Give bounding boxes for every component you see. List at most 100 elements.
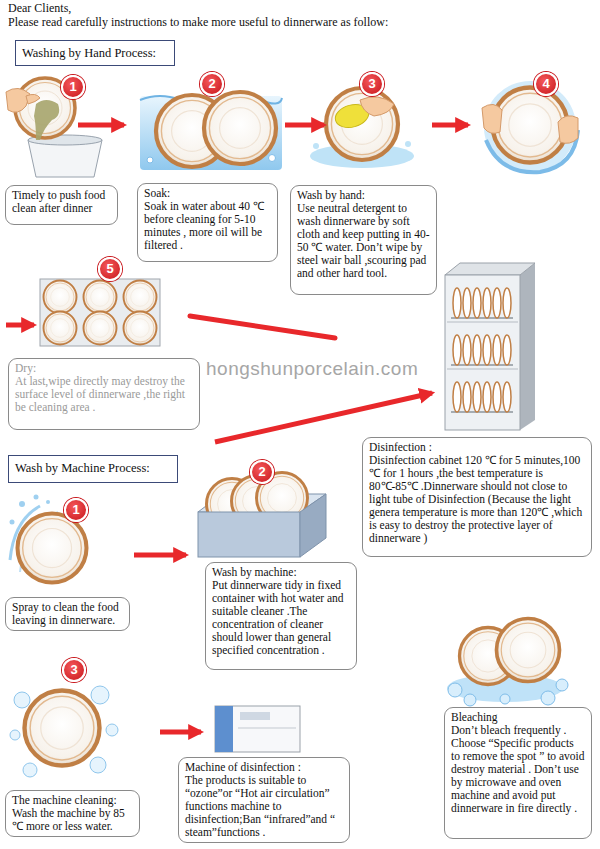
disinfection-cabinet	[445, 263, 535, 275]
bleaching-illustration	[448, 683, 462, 697]
scrape-illustration	[28, 140, 102, 177]
soak-illustration	[147, 157, 153, 163]
dishwasher	[240, 712, 270, 720]
rinse-illustration	[482, 81, 578, 173]
step-box: Spray to clean the food leaving in dinne…	[5, 597, 130, 631]
box-text: Wash by Machine Process:	[15, 460, 171, 476]
spray-illustration	[46, 500, 50, 504]
box-heading: Dry:	[15, 362, 193, 375]
bleaching-illustration	[464, 694, 476, 706]
step-box: Wash by machine:Put dinnerware tidy in f…	[205, 562, 357, 670]
callout-number: 3	[360, 72, 384, 96]
disinfection-cabinet	[445, 275, 520, 430]
scrape-illustration	[34, 100, 59, 140]
box-text: Soak in water about 40 ℃ before cleaning…	[144, 200, 271, 252]
step-box: BleachingDon’t bleach frequently . Choos…	[444, 707, 592, 839]
box-heading: Wash by machine:	[212, 566, 350, 579]
box-text: Put dinnerware tidy in fixed container w…	[212, 579, 350, 657]
step-box: Timely to push food clean after dinner	[5, 185, 118, 225]
drying-tray	[44, 281, 77, 314]
section-header: Washing by Hand Process:	[15, 40, 175, 66]
bleaching-illustration	[556, 679, 568, 691]
step-box: Disinfection :Disinfection cabinet 120 ℃…	[362, 437, 592, 557]
rinse-illustration	[493, 88, 568, 163]
section-header: Wash by Machine Process:	[8, 455, 178, 483]
hand-wash-illustration	[313, 143, 319, 149]
machine-cleaning-illustration	[10, 730, 20, 740]
box-text: Washing by Hand Process:	[22, 45, 168, 61]
intro-text: Please read carefully instructions to ma…	[8, 15, 388, 29]
callout-number: 5	[98, 257, 122, 281]
callout-number: 3	[62, 658, 86, 682]
disinfection-cabinet	[451, 288, 513, 318]
machine-cleaning-illustration	[14, 692, 30, 708]
flow-arrow	[6, 125, 468, 732]
dishwasher	[215, 706, 233, 752]
machine-cleaning-illustration	[91, 686, 109, 704]
scrape-illustration	[26, 94, 40, 104]
dishwasher	[238, 728, 296, 729]
callout-number: 1	[61, 75, 85, 99]
box-heading: The machine cleaning:	[12, 794, 133, 807]
bleaching-illustration	[447, 619, 568, 707]
machine-cleaning-illustration	[90, 757, 106, 773]
spray-illustration	[19, 501, 25, 507]
box-heading: Machine of disinfection :	[185, 761, 343, 774]
box-text: Don’t bleach frequently . Choose “Specif…	[451, 724, 585, 815]
dishwasher	[215, 706, 300, 752]
drying-tray	[84, 312, 117, 345]
box-heading: Disinfection :	[369, 441, 585, 454]
wash-container	[198, 512, 300, 557]
drying-tray	[44, 312, 77, 345]
callout-number: 2	[250, 460, 274, 484]
flow-arrow	[215, 393, 432, 442]
soak-illustration	[204, 92, 276, 164]
disinfection-cabinet	[447, 322, 518, 323]
watermark: hongshunporcelain.com	[206, 358, 418, 380]
box-heading: Bleaching	[451, 711, 585, 724]
drying-tray	[124, 281, 157, 314]
box-text: Spray to clean the food leaving in dinne…	[12, 601, 123, 627]
bleaching-illustration	[500, 694, 510, 704]
spray-illustration	[34, 495, 39, 500]
flow-arrow	[134, 553, 186, 558]
disinfection-cabinet	[451, 382, 513, 412]
box-text: Timely to push food clean after dinner	[12, 189, 111, 215]
soak-illustration	[269, 155, 276, 162]
step-box: Machine of disinfection :The products is…	[178, 757, 350, 843]
machine-cleaning-illustration	[10, 686, 118, 777]
flow-arrow	[190, 316, 335, 338]
step-box: The machine cleaning:Wash the machine by…	[5, 790, 140, 837]
drying-tray	[84, 281, 117, 314]
rinse-illustration	[558, 116, 578, 144]
box-heading: Wash by hand:	[297, 189, 430, 202]
hand-wash-illustration	[310, 88, 414, 168]
drying-tray	[124, 312, 157, 345]
box-text: At last,wipe directly may destroy the su…	[15, 375, 193, 414]
step-box: Dry:At last,wipe directly may destroy th…	[8, 358, 200, 430]
dishwasher	[215, 706, 300, 752]
bleaching-illustration	[541, 691, 555, 705]
greeting-text: Dear Clients,	[8, 1, 71, 15]
hand-wash-illustration	[360, 97, 394, 116]
drying-tray	[40, 279, 160, 346]
hand-wash-illustration	[326, 88, 398, 160]
machine-cleaning-illustration	[23, 763, 37, 777]
rinse-illustration	[482, 104, 502, 133]
disinfection-cabinet	[520, 263, 535, 430]
flow-arrow	[285, 123, 324, 128]
box-text: The products is suitable to “ozone”or “H…	[185, 774, 343, 839]
hand-wash-illustration	[405, 141, 411, 147]
callout-number: 1	[64, 498, 88, 522]
flow-arrow	[6, 323, 34, 328]
spray-illustration	[18, 514, 87, 583]
machine-cleaning-illustration	[106, 724, 118, 736]
flow-arrow	[160, 730, 201, 735]
scrape-illustration	[6, 88, 30, 112]
machine-cleaning-illustration	[25, 691, 100, 766]
spray-illustration	[10, 520, 15, 525]
box-text: Disinfection cabinet 120 ℃ for 5 minutes…	[369, 454, 585, 545]
box-text: Wash the machine by 85 ℃ more or less wa…	[12, 807, 133, 833]
disinfection-cabinet	[451, 335, 513, 365]
box-heading: Soak:	[144, 187, 271, 200]
